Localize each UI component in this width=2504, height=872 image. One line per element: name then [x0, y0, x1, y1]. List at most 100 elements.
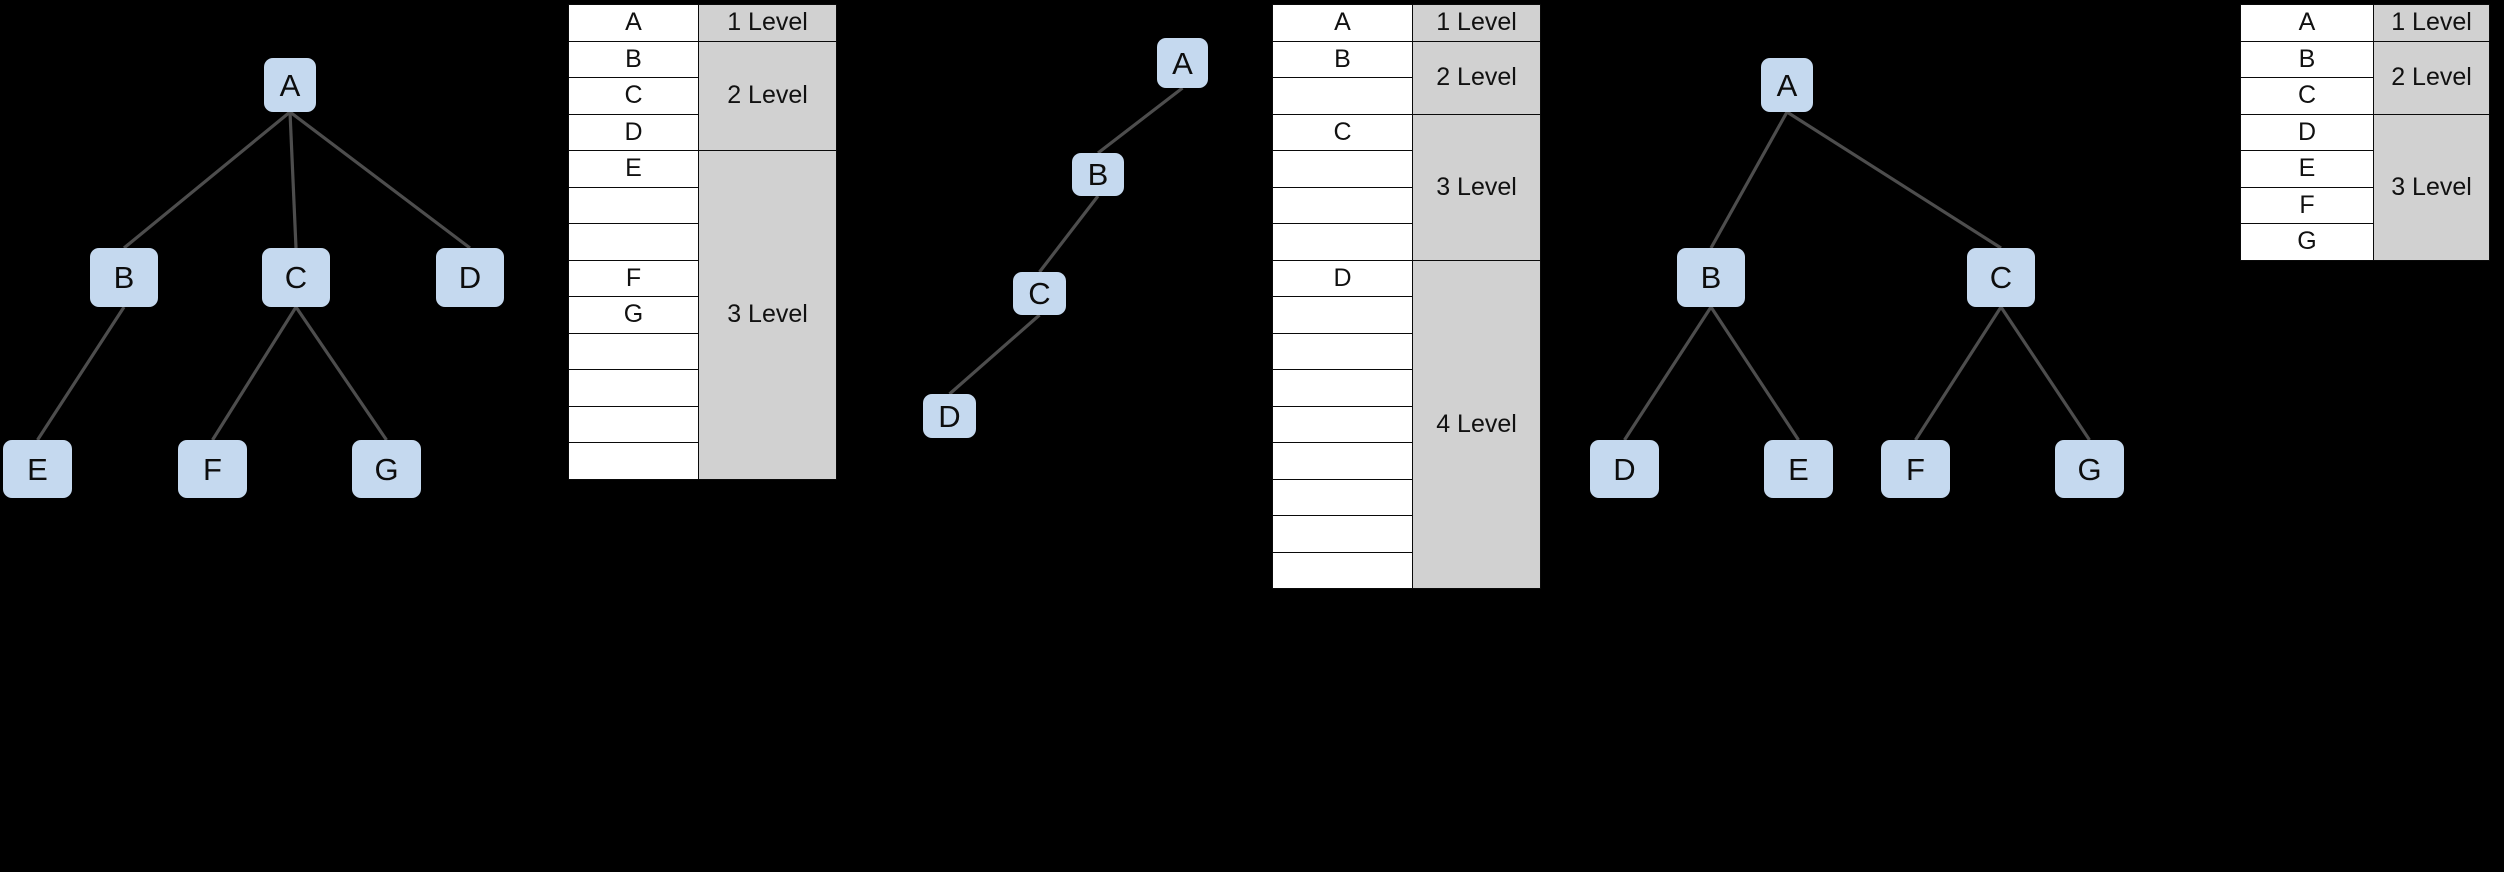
- tree-edge: [1038, 195, 1100, 273]
- table-cell-node-label: G: [568, 296, 699, 334]
- table-cell-node-label: C: [568, 77, 699, 115]
- table-row: G: [2240, 223, 2490, 261]
- table-row: [1272, 405, 1541, 443]
- table-cell-level-1: 1 Level: [1412, 4, 1541, 42]
- table-cell-node-label: [1272, 442, 1413, 480]
- tree-node-g[interactable]: G: [2055, 440, 2124, 498]
- tree-node-e[interactable]: E: [3, 440, 72, 498]
- tree-node-b[interactable]: B: [1072, 153, 1124, 196]
- table-cell-node-label: A: [1272, 4, 1413, 42]
- table-row: [1272, 332, 1541, 370]
- tree-edge: [1999, 306, 2091, 441]
- table-row: [1272, 551, 1541, 589]
- table-cell-node-label: C: [1272, 113, 1413, 151]
- table-cell-node-label: [1272, 551, 1413, 589]
- tree-node-b[interactable]: B: [90, 248, 158, 307]
- table-cell-node-label: [568, 332, 699, 370]
- tree-node-g[interactable]: G: [352, 440, 421, 498]
- tree-node-a[interactable]: A: [264, 58, 316, 112]
- table-cell-node-label: D: [568, 113, 699, 151]
- table-cell-node-label: [568, 369, 699, 407]
- tree-node-f[interactable]: F: [1881, 440, 1950, 498]
- tree-edge: [1786, 110, 2002, 250]
- table-cell-level-1: 1 Level: [2373, 4, 2490, 42]
- tree-node-d[interactable]: D: [436, 248, 504, 307]
- table-row: [568, 405, 837, 443]
- table-cell-node-label: [568, 223, 699, 261]
- tree-edge: [1623, 306, 1713, 441]
- table-cell-node-label: B: [568, 40, 699, 78]
- table-row: [1272, 150, 1541, 188]
- table-cell-node-label: B: [1272, 40, 1413, 78]
- table-cell-node-label: B: [2240, 40, 2374, 78]
- table-row: [568, 369, 837, 407]
- table-row: [568, 442, 837, 480]
- table-cell-level-3: 3 Level: [698, 150, 837, 480]
- table-cell-node-label: [568, 186, 699, 224]
- table-row: [568, 332, 837, 370]
- table-row: [568, 223, 837, 261]
- table-row: [1272, 223, 1541, 261]
- table-cell-node-label: E: [2240, 150, 2374, 188]
- table-cell-level-4: 4 Level: [1412, 259, 1541, 589]
- tree-node-d[interactable]: D: [923, 394, 976, 438]
- tree-node-a[interactable]: A: [1761, 58, 1813, 112]
- tree-node-c[interactable]: C: [1967, 248, 2035, 307]
- tree-edge: [294, 306, 388, 441]
- table-cell-node-label: [1272, 223, 1413, 261]
- table-row: E: [2240, 150, 2490, 188]
- tree-edge: [948, 313, 1041, 396]
- tree-edge: [1097, 86, 1184, 155]
- table-cell-node-label: [1272, 369, 1413, 407]
- tree-node-d[interactable]: D: [1590, 440, 1659, 498]
- table-row: C: [2240, 77, 2490, 115]
- table-cell-node-label: [1272, 332, 1413, 370]
- table-cell-level-3: 3 Level: [2373, 113, 2490, 261]
- tree-edge: [122, 110, 292, 250]
- table-cell-node-label: G: [2240, 223, 2374, 261]
- table-row: [1272, 186, 1541, 224]
- tree-node-e[interactable]: E: [1764, 440, 1833, 498]
- table-cell-node-label: D: [1272, 259, 1413, 297]
- table-row: [1272, 369, 1541, 407]
- table-cell-node-label: [1272, 296, 1413, 334]
- table-row: F: [568, 259, 837, 297]
- tree-node-a[interactable]: A: [1157, 38, 1208, 88]
- tree-node-c[interactable]: C: [1013, 272, 1066, 315]
- table-cell-node-label: F: [2240, 186, 2374, 224]
- table-cell-node-label: F: [568, 259, 699, 297]
- tree-edge: [1709, 111, 1789, 249]
- tree-edge: [36, 306, 126, 441]
- table-row: [1272, 296, 1541, 334]
- table-cell-node-label: [1272, 77, 1413, 115]
- table-cell-level-2: 2 Level: [698, 40, 837, 151]
- tree-node-c[interactable]: C: [262, 248, 330, 307]
- table-cell-level-1: 1 Level: [698, 4, 837, 42]
- table-cell-node-label: [568, 405, 699, 443]
- table-cell-node-label: [1272, 515, 1413, 553]
- tree-edge: [1914, 306, 2003, 441]
- table-cell-level-3: 3 Level: [1412, 113, 1541, 261]
- tree-edge: [288, 111, 298, 249]
- table-cell-node-label: C: [2240, 77, 2374, 115]
- tree-edge: [1709, 306, 1800, 441]
- tree-node-f[interactable]: F: [178, 440, 247, 498]
- table-row: [1272, 77, 1541, 115]
- tree-node-b[interactable]: B: [1677, 248, 1745, 307]
- table-cell-level-2: 2 Level: [2373, 40, 2490, 115]
- tree-edge: [289, 110, 471, 250]
- table-cell-node-label: D: [2240, 113, 2374, 151]
